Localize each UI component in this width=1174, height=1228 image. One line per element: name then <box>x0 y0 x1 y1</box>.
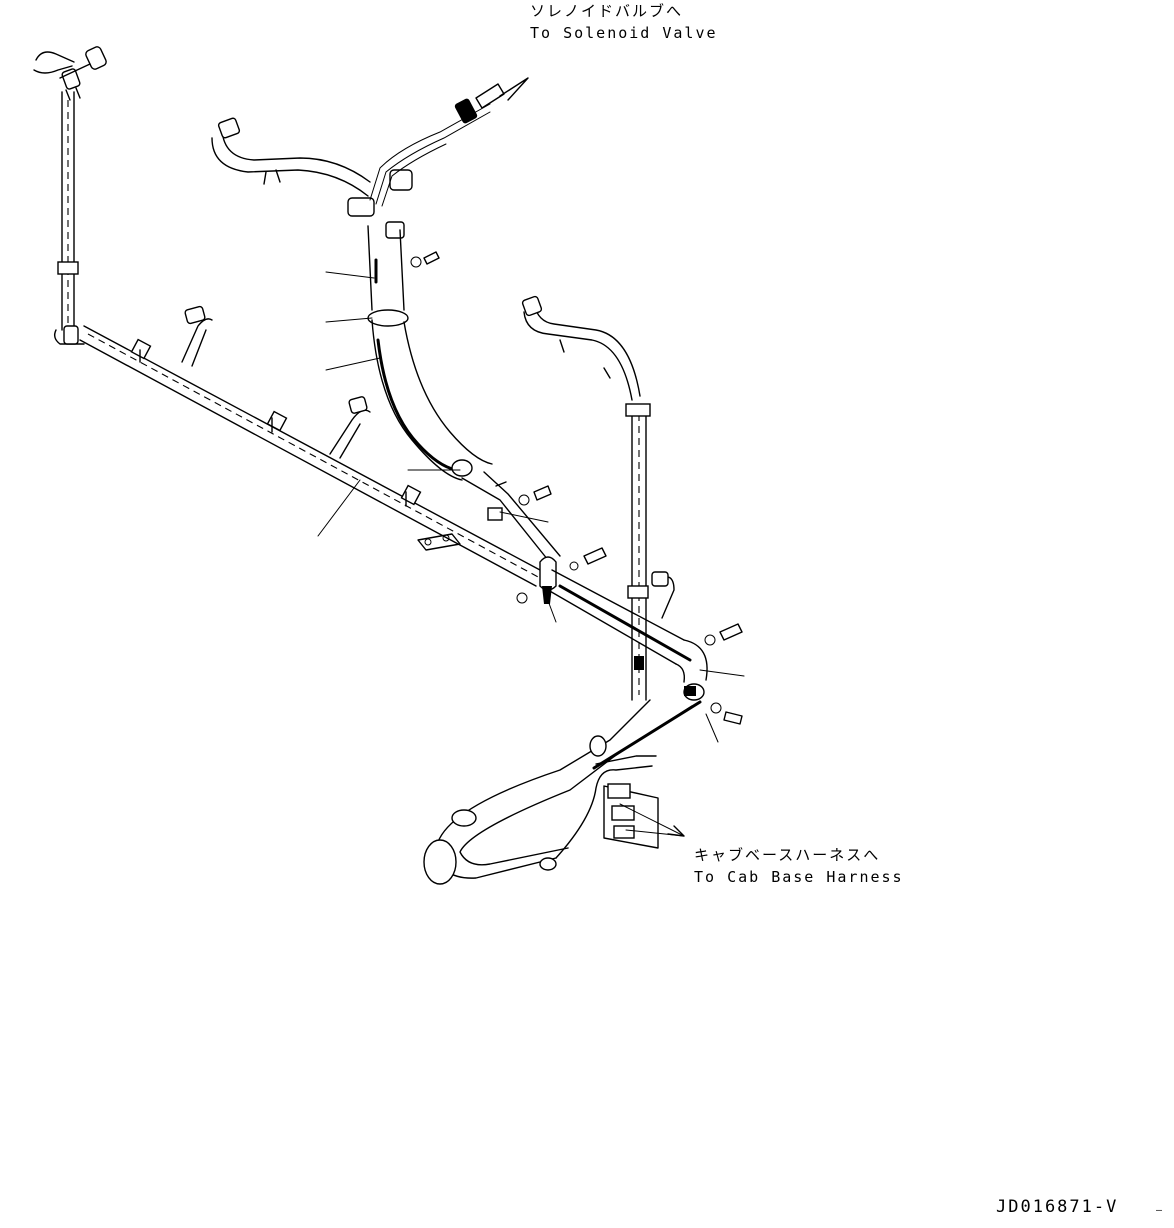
corner-mark: — <box>1156 1205 1163 1216</box>
cab-label-en: To Cab Base Harness <box>694 868 904 886</box>
upper-branch-to-solenoid <box>211 77 529 327</box>
solenoid-label-jp: ソレノイドバルブへ <box>530 2 684 20</box>
thick-harness-section <box>371 319 561 561</box>
drawing-number: JD016871-V <box>996 1197 1119 1217</box>
lower-harness-section <box>516 547 743 725</box>
left-branch-harness <box>33 46 107 345</box>
cab-label-jp: キャブベースハーネスへ <box>694 846 881 864</box>
main-diagonal-harness <box>79 305 541 587</box>
solenoid-label-en: To Solenoid Valve <box>530 24 718 42</box>
right-branch-harness <box>521 295 675 701</box>
cab-base-loop <box>423 699 702 885</box>
leader-lines <box>317 271 745 743</box>
